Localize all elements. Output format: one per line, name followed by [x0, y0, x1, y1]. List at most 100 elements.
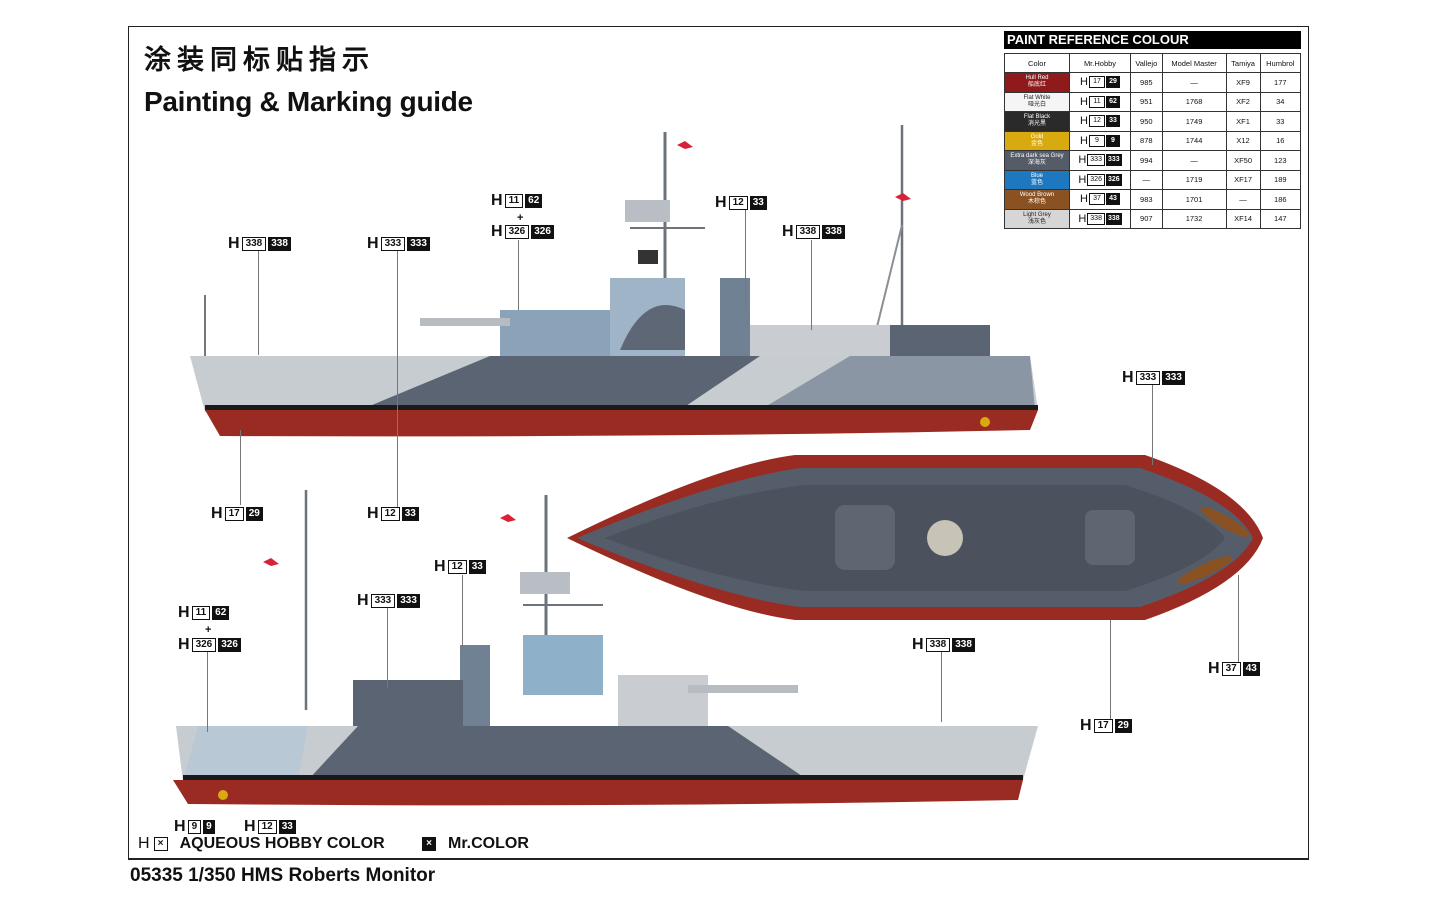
color-name-cn: 哑光白 — [1027, 101, 1046, 108]
aqueous-code: 338 — [241, 237, 267, 251]
tamiya-code: X12 — [1225, 130, 1261, 151]
aqueous-code: 326 — [504, 225, 530, 239]
aqueous-code: 9 — [1088, 134, 1105, 147]
mrcolor-code: 29 — [1114, 719, 1132, 733]
aqueous-code: 17 — [1093, 719, 1113, 733]
mrcolor-code: 33 — [749, 196, 767, 210]
mrcolor-code: 33 — [468, 560, 486, 574]
color-swatch: Gold 金色 — [1004, 130, 1070, 151]
mrcolor-code: 338 — [268, 237, 291, 251]
legend-aqueous-label: AQUEOUS HOBBY COLOR — [179, 835, 385, 852]
mrcolor-code: 43 — [1105, 193, 1120, 206]
color-name: Hull Red — [1025, 75, 1049, 82]
legend-mrcolor: × Mr.COLOR — [422, 835, 529, 853]
leader-line — [941, 652, 942, 722]
mrcolor-code: 62 — [1105, 95, 1120, 108]
mrcolor-code: 33 — [401, 507, 419, 521]
aqueous-code: 12 — [257, 820, 277, 834]
callout-prefix: H — [912, 636, 924, 653]
plus-sign: + — [205, 624, 212, 636]
modelmaster-code: 1732 — [1161, 208, 1227, 229]
humbrol-code: 147 — [1259, 208, 1302, 229]
callout-prefix: H — [228, 235, 240, 252]
mrcolor-code: 62 — [525, 194, 543, 208]
mrcolor-code: 326 — [531, 225, 554, 239]
modelmaster-code: — — [1161, 150, 1227, 171]
legend-mrcolor-label: Mr.COLOR — [448, 835, 529, 852]
leader-line — [207, 652, 208, 732]
color-name: Wood Brown — [1019, 192, 1055, 199]
aqueous-code: 338 — [925, 638, 951, 652]
title-english: Painting & Marking guide — [144, 86, 473, 117]
vallejo-code: 951 — [1130, 91, 1163, 112]
tamiya-code: XF50 — [1225, 150, 1261, 171]
mrcolor-code: 333 — [1162, 371, 1185, 385]
callout-prefix: H — [178, 636, 190, 653]
aqueous-code: 9 — [187, 820, 202, 834]
color-name-cn: 蓝色 — [1030, 179, 1043, 186]
tamiya-code: XF17 — [1225, 169, 1261, 190]
callout-prefix: H — [491, 192, 503, 209]
x-box-icon: × — [153, 837, 168, 851]
color-name: Flat Black — [1023, 114, 1051, 121]
vallejo-code: 983 — [1130, 189, 1163, 210]
paint-table-title: PAINT REFERENCE COLOUR — [1004, 31, 1301, 49]
mrcolor-code: 326 — [218, 638, 241, 652]
color-name-cn: 浅灰色 — [1027, 218, 1046, 225]
callout-prefix: H — [178, 604, 190, 621]
vallejo-code: 950 — [1130, 111, 1163, 132]
aqueous-code: 12 — [728, 196, 748, 210]
tamiya-code: XF2 — [1225, 91, 1261, 112]
color-swatch: Light Grey 浅灰色 — [1004, 208, 1070, 229]
leader-line — [397, 250, 398, 510]
humbrol-code: 189 — [1259, 169, 1302, 190]
leader-line — [1110, 620, 1111, 720]
modelmaster-code: 1701 — [1161, 189, 1227, 210]
mrcolor-code: 33 — [1105, 115, 1120, 128]
aqueous-code: 37 — [1088, 193, 1105, 206]
aqueous-code: 338 — [795, 225, 821, 239]
leader-line — [518, 240, 519, 310]
callout-prefix: H — [1208, 660, 1220, 677]
humbrol-code: 33 — [1259, 111, 1302, 132]
mrcolor-code: 333 — [397, 594, 420, 608]
callout-prefix: H — [357, 592, 369, 609]
x-box-filled-icon: × — [422, 837, 436, 851]
modelmaster-code: 1719 — [1161, 169, 1227, 190]
mrcolor-code: 338 — [952, 638, 975, 652]
color-swatch: Flat Black 消光黑 — [1004, 111, 1070, 132]
leader-line — [1238, 575, 1239, 665]
color-name: Extra dark sea Grey — [1010, 153, 1064, 160]
humbrol-code: 186 — [1259, 189, 1302, 210]
callout-prefix: H — [491, 223, 503, 240]
aqueous-code: 11 — [191, 606, 211, 620]
callout-prefix: H — [1122, 369, 1134, 386]
tamiya-code: — — [1225, 189, 1261, 210]
aqueous-code: 17 — [1088, 76, 1105, 89]
mrcolor-code: 338 — [1105, 212, 1122, 225]
modelmaster-code: 1749 — [1161, 111, 1227, 132]
aqueous-code: 333 — [1087, 154, 1105, 167]
humbrol-code: 177 — [1259, 72, 1302, 93]
aqueous-code: 11 — [504, 194, 524, 208]
callout-prefix: H — [174, 818, 186, 835]
aqueous-code: 333 — [380, 237, 406, 251]
ship-plan-view — [567, 455, 1263, 620]
humbrol-code: 123 — [1259, 150, 1302, 171]
